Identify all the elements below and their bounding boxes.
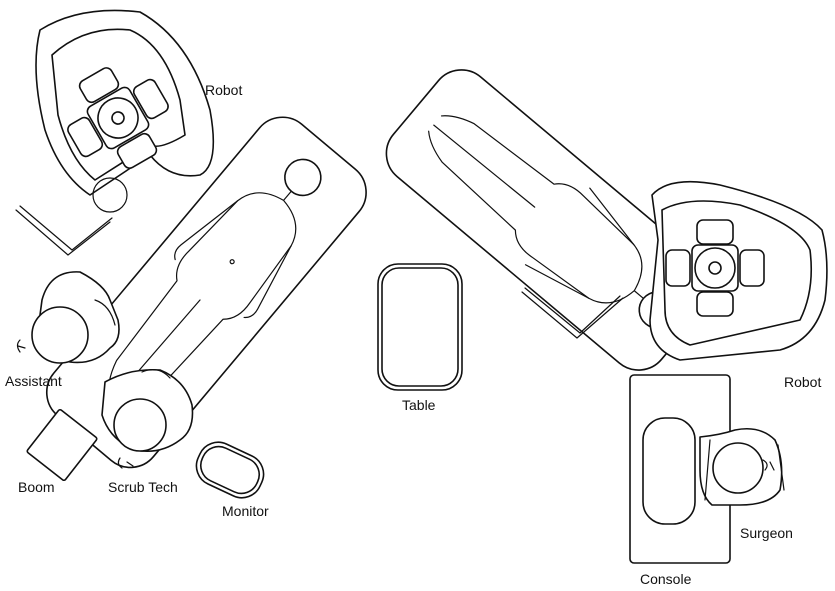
robot-right: [649, 180, 828, 361]
surgeon-console: [629, 374, 731, 564]
surgeon-figure: [699, 427, 785, 506]
label-robot-left: Robot: [205, 82, 242, 98]
label-table: Table: [402, 397, 436, 413]
boom-unit: [26, 408, 98, 482]
robot-left: [35, 9, 215, 196]
label-surgeon: Surgeon: [740, 525, 793, 541]
label-scrub-tech: Scrub Tech: [108, 479, 178, 495]
label-console: Console: [640, 571, 692, 587]
assistant-figure: [16, 271, 120, 364]
label-boom: Boom: [18, 479, 55, 495]
label-monitor: Monitor: [222, 503, 269, 519]
monitor-unit: [195, 441, 265, 499]
scrub-tech-figure: [101, 368, 194, 469]
label-assistant: Assistant: [5, 373, 62, 389]
label-robot-right: Robot: [784, 374, 821, 390]
standalone-table: [377, 263, 463, 391]
